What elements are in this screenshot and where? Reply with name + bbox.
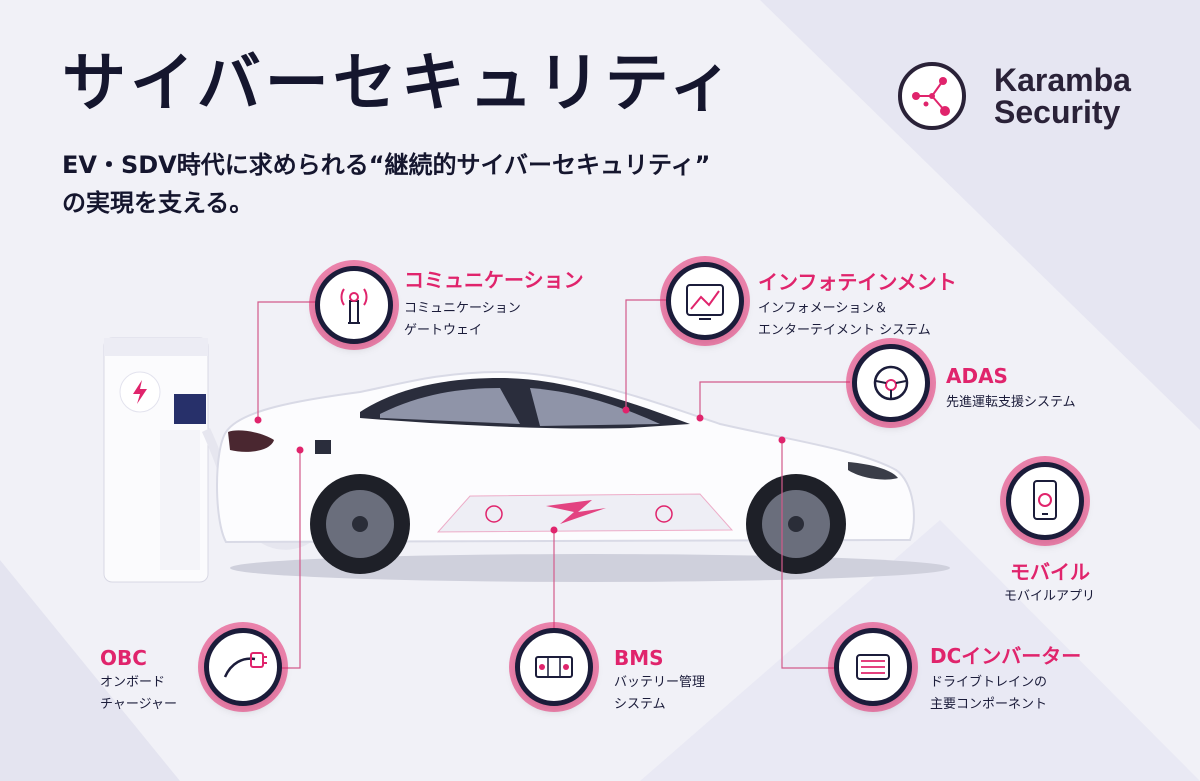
feature-title-bms: BMS (614, 646, 664, 670)
charging-station (103, 337, 333, 583)
steering-wheel-icon (852, 344, 930, 422)
logo-line-2: Security (994, 94, 1121, 130)
logo-line-1: Karamba (994, 62, 1131, 98)
feature-title-communication: コミュニケーション (404, 268, 584, 292)
feature-desc-bms: バッテリー管理 システム (614, 672, 705, 716)
subtitle-line-2: の実現を支える。 (62, 189, 254, 217)
map-screen-icon (666, 262, 744, 340)
feature-title-adas: ADAS (946, 364, 1008, 388)
brand-logo-text: Karamba Security (994, 64, 1131, 128)
karamba-network-icon (898, 62, 966, 130)
smartphone-icon (1006, 462, 1084, 540)
feature-desc-line: エンターテイメント システム (758, 323, 931, 338)
feature-desc-line: バッテリー管理 (614, 675, 706, 690)
feature-desc-line: チャージャー (100, 697, 177, 712)
antenna-icon (315, 266, 393, 344)
feature-desc-line: モバイルアプリ (1004, 589, 1096, 604)
car-body (216, 370, 950, 582)
feature-desc-infotainment: インフォメーション＆ エンターテイメント システム (758, 298, 931, 342)
charging-plug-icon (204, 628, 282, 706)
feature-desc-dc-inverter: ドライブトレインの 主要コンポーネント (930, 672, 1047, 716)
feature-title-mobile: モバイル (1010, 560, 1090, 584)
feature-desc-obc: オンボード チャージャー (100, 672, 177, 716)
feature-desc-line: システム (614, 697, 666, 712)
page-subtitle: EV・SDV時代に求められる“継続的サイバーセキュリティ” の実現を支える。 (62, 146, 710, 222)
feature-desc-mobile: モバイルアプリ (1004, 586, 1095, 608)
feature-desc-line: オンボード (100, 675, 166, 690)
feature-title-infotainment: インフォテインメント (758, 270, 957, 294)
feature-desc-communication: コミュニケーション ゲートウェイ (404, 298, 521, 342)
battery-pack-icon (515, 628, 593, 706)
feature-desc-line: ドライブトレインの (930, 675, 1048, 690)
feature-title-dc-inverter: DCインバーター (930, 644, 1082, 668)
inverter-icon (834, 628, 912, 706)
feature-desc-line: コミュニケーション (404, 301, 521, 316)
feature-desc-line: 主要コンポーネント (930, 697, 1048, 712)
feature-desc-adas: 先進運転支援システム (946, 392, 1076, 414)
page-title: サイバーセキュリティ (62, 47, 737, 121)
feature-title-obc: OBC (100, 646, 147, 670)
feature-desc-line: ゲートウェイ (404, 323, 483, 338)
feature-desc-line: インフォメーション＆ (758, 301, 888, 316)
feature-desc-line: 先進運転支援システム (946, 395, 1076, 410)
subtitle-line-1: EV・SDV時代に求められる“継続的サイバーセキュリティ” (62, 151, 711, 179)
